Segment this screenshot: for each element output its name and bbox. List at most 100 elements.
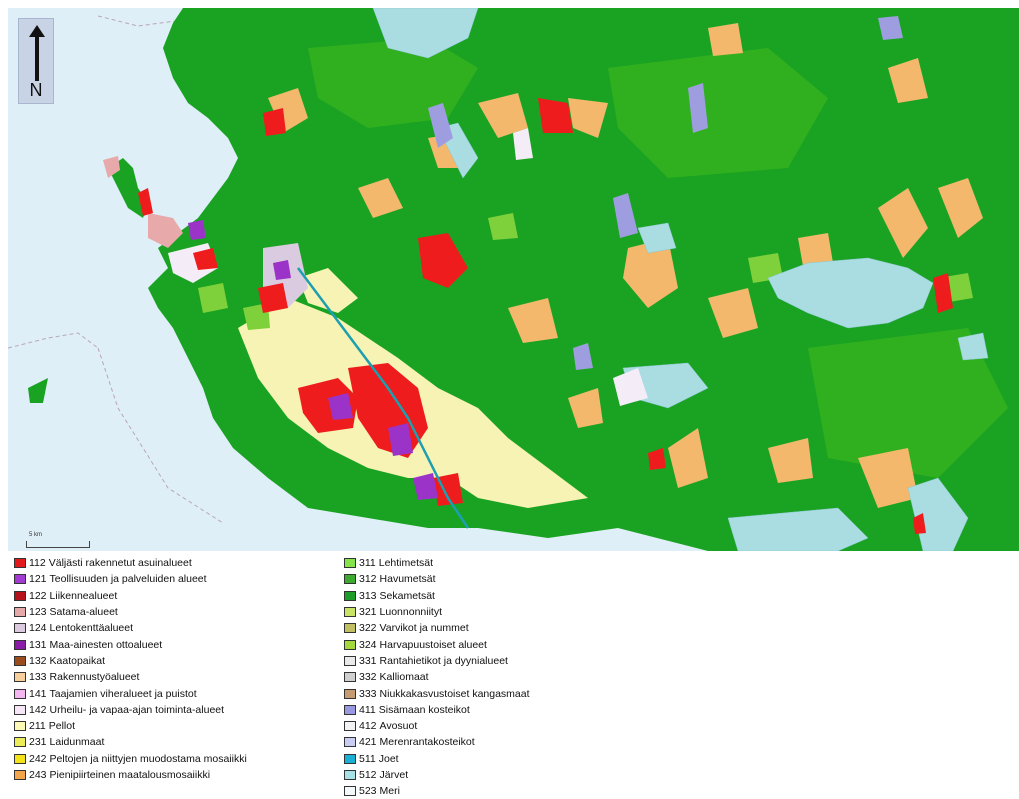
legend-label: Laidunmaat bbox=[49, 736, 105, 749]
legend-swatch bbox=[14, 590, 26, 601]
north-arrow-icon bbox=[29, 25, 45, 37]
legend-label: Kaatopaikat bbox=[49, 654, 105, 667]
legend-label: Varvikot ja nummet bbox=[379, 622, 469, 635]
legend-label: Lentokenttäalueet bbox=[49, 622, 134, 635]
legend-swatch bbox=[344, 672, 356, 683]
legend-code: 123 bbox=[29, 606, 47, 619]
legend-swatch bbox=[14, 607, 26, 618]
fields-area bbox=[298, 268, 358, 313]
legend-swatch bbox=[344, 639, 356, 650]
legend-swatch bbox=[344, 655, 356, 666]
legend-code: 142 bbox=[29, 703, 47, 716]
legend-label: Joet bbox=[378, 752, 399, 765]
legend-code: 313 bbox=[359, 589, 377, 602]
legend-swatch bbox=[14, 770, 26, 780]
legend-label: Niukkakasvustoiset kangasmaat bbox=[379, 687, 530, 700]
legend-code: 122 bbox=[29, 589, 47, 602]
north-label: N bbox=[29, 80, 43, 100]
inland-marsh-patches bbox=[428, 16, 903, 370]
legend-swatch bbox=[344, 721, 356, 732]
legend-code: 132 bbox=[29, 654, 47, 667]
legend-label: Urheilu- ja vapaa-ajan toiminta-alueet bbox=[49, 703, 225, 716]
legend-label: Taajamien viheralueet ja puistot bbox=[49, 687, 197, 700]
land-cover-map[interactable]: N 5 km bbox=[8, 8, 1019, 551]
legend-swatch bbox=[14, 623, 26, 634]
legend-label: Pienipiirteinen maatalousmosaiikki bbox=[49, 769, 211, 781]
map-canvas bbox=[8, 8, 1019, 551]
urban-areas bbox=[138, 98, 953, 534]
lake-small bbox=[637, 222, 677, 254]
legend-code: 112 bbox=[29, 557, 46, 570]
peat-bog-patch bbox=[613, 368, 648, 406]
legend-swatch bbox=[344, 786, 356, 797]
scale-bar: 5 km bbox=[26, 532, 90, 548]
legend-code: 324 bbox=[359, 638, 377, 651]
legend-code: 511 bbox=[359, 752, 376, 765]
legend-label: Järvet bbox=[379, 769, 409, 781]
urban-area-north bbox=[418, 233, 468, 288]
legend-code: 311 bbox=[359, 557, 376, 570]
island bbox=[108, 158, 148, 218]
legend-swatch bbox=[14, 753, 26, 764]
legend-swatch bbox=[344, 770, 356, 780]
legend-code: 332 bbox=[359, 671, 377, 684]
legend-label: Havumetsät bbox=[379, 573, 436, 586]
legend-code: 131 bbox=[29, 638, 47, 651]
sea-border-line-north bbox=[97, 15, 184, 27]
legend-swatch bbox=[14, 672, 26, 683]
lake-north bbox=[372, 8, 479, 59]
legend-label: Meri bbox=[379, 785, 400, 798]
legend-code: 141 bbox=[29, 687, 47, 700]
legend-label: Rakennustyöalueet bbox=[49, 671, 140, 684]
sea-border-line bbox=[8, 332, 99, 349]
legend-code: 512 bbox=[359, 769, 377, 781]
industry-areas bbox=[188, 220, 438, 500]
legend-code: 412 bbox=[359, 720, 377, 733]
harbour-area bbox=[148, 213, 183, 248]
legend-code: 321 bbox=[359, 606, 377, 619]
legend-code: 124 bbox=[29, 622, 47, 635]
lake-south bbox=[727, 507, 869, 551]
urban-area-coast bbox=[193, 248, 218, 270]
legend-code: 411 bbox=[359, 703, 376, 716]
legend-label: Luonnonniityt bbox=[379, 606, 442, 619]
legend-swatch bbox=[14, 737, 26, 748]
urban-area-island bbox=[138, 188, 153, 216]
legend-code: 312 bbox=[359, 573, 377, 586]
legend-swatch bbox=[14, 639, 26, 650]
legend-swatch bbox=[344, 590, 356, 601]
legend-label: Kalliomaat bbox=[379, 671, 429, 684]
urban-area-west bbox=[258, 283, 288, 313]
legend-label: Harvapuustoiset alueet bbox=[379, 638, 487, 651]
scale-label: 5 km bbox=[29, 532, 43, 538]
legend-label: Rantahietikot ja dyynialueet bbox=[379, 654, 508, 667]
legend-swatch bbox=[344, 688, 356, 699]
legend-code: 243 bbox=[29, 769, 47, 781]
peat-bog-patch bbox=[513, 128, 533, 160]
legend-swatch bbox=[14, 558, 26, 569]
legend-label: Väljästi rakennetut asuinalueet bbox=[48, 557, 192, 570]
legend-swatch bbox=[14, 688, 26, 699]
